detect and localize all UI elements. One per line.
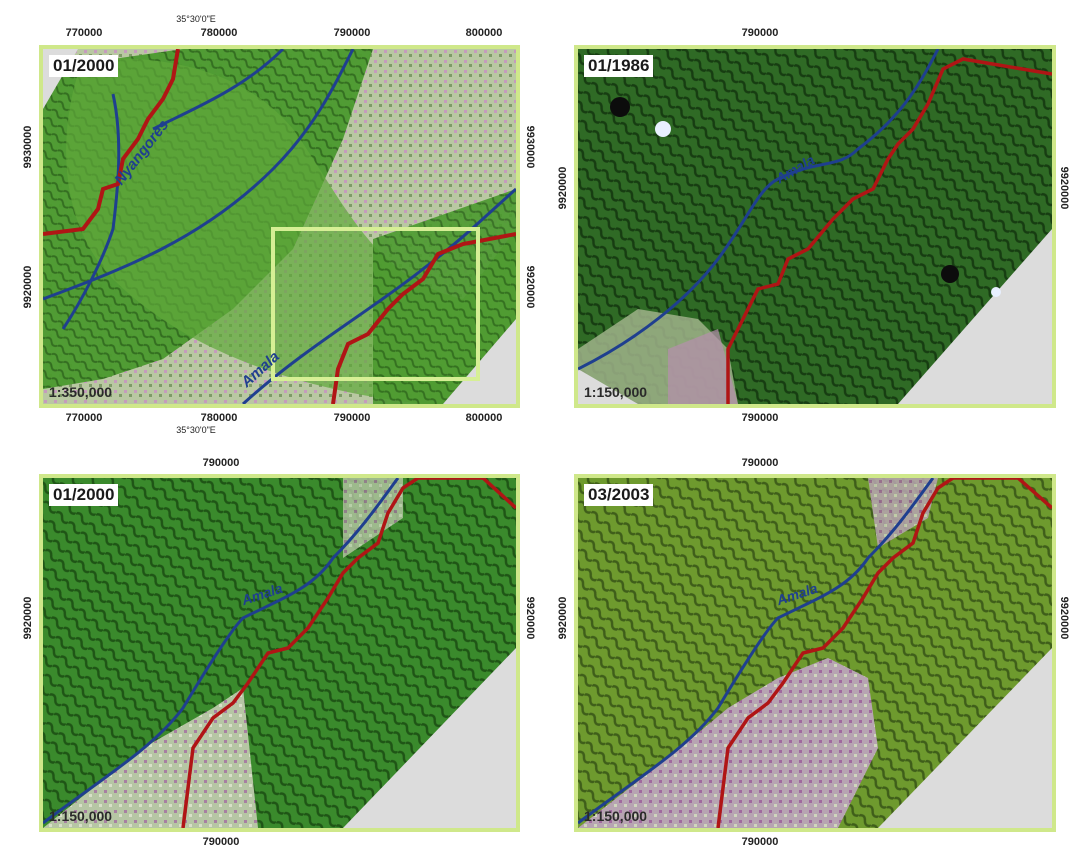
scale-label: 1:150,000: [584, 384, 648, 400]
river-line: [578, 478, 935, 825]
river-line: [241, 187, 516, 404]
y-tick-right: 9920000: [1058, 166, 1070, 210]
x-tick-top: 770000: [65, 27, 103, 39]
y-tick-left: 9920000: [22, 265, 34, 309]
y-tick-left: 9920000: [557, 596, 569, 640]
y-tick-left: 9920000: [22, 596, 34, 640]
x-tick-top: 780000: [200, 27, 238, 39]
map-frame: 03/2003 1:150,000 Amala: [574, 474, 1056, 832]
x-tick-top: 790000: [741, 27, 779, 39]
river-line: [578, 49, 940, 371]
boundary-line: [43, 49, 180, 236]
map-frame: 01/2000 1:350,000 Nyangores Amala: [39, 45, 520, 408]
x-tick-top: 790000: [333, 27, 371, 39]
x-tick-top: 790000: [202, 457, 240, 469]
y-tick-left: 9930000: [22, 125, 34, 169]
x-tick-bottom: 780000: [200, 412, 238, 424]
scale-label: 1:350,000: [49, 384, 113, 400]
scale-label: 1:150,000: [584, 808, 648, 824]
x-tick-bottom: 770000: [65, 412, 103, 424]
river-line: [43, 49, 355, 301]
boundary-line: [181, 478, 516, 828]
x-tick-bottom: 790000: [741, 836, 779, 848]
extent-box: [271, 227, 480, 381]
boundary-line: [331, 232, 516, 404]
river-line: [43, 478, 400, 825]
river-line: [152, 49, 285, 131]
satellite-image: [43, 478, 516, 828]
x-tick-bottom: 790000: [202, 836, 240, 848]
satellite-image: [578, 49, 1052, 404]
y-tick-right: 9920000: [524, 265, 536, 309]
longitude-label-bottom: 35°30'0"E: [176, 425, 216, 435]
satellite-image: [43, 49, 516, 404]
y-tick-right: 9920000: [524, 596, 536, 640]
boundary-line: [716, 478, 1052, 828]
river-line: [61, 93, 121, 330]
scale-label: 1:150,000: [49, 808, 113, 824]
y-tick-right: 9920000: [1058, 596, 1070, 640]
map-frame: 01/2000 1:150,000 Amala: [39, 474, 520, 832]
date-label: 03/2003: [584, 484, 654, 506]
date-label: 01/2000: [49, 484, 119, 506]
x-tick-bottom: 800000: [465, 412, 503, 424]
y-tick-left: 9920000: [557, 166, 569, 210]
x-tick-bottom: 790000: [741, 412, 779, 424]
date-label: 01/1986: [584, 55, 654, 77]
x-tick-bottom: 790000: [333, 412, 371, 424]
x-tick-top: 800000: [465, 27, 503, 39]
satellite-image: [578, 478, 1052, 828]
x-tick-top: 790000: [741, 457, 779, 469]
longitude-label-top: 35°30'0"E: [176, 14, 216, 24]
date-label: 01/2000: [49, 55, 119, 77]
y-tick-right: 9930000: [524, 125, 536, 169]
map-frame: 01/1986 1:150,000 Amala: [574, 45, 1056, 408]
boundary-line: [726, 57, 1052, 404]
